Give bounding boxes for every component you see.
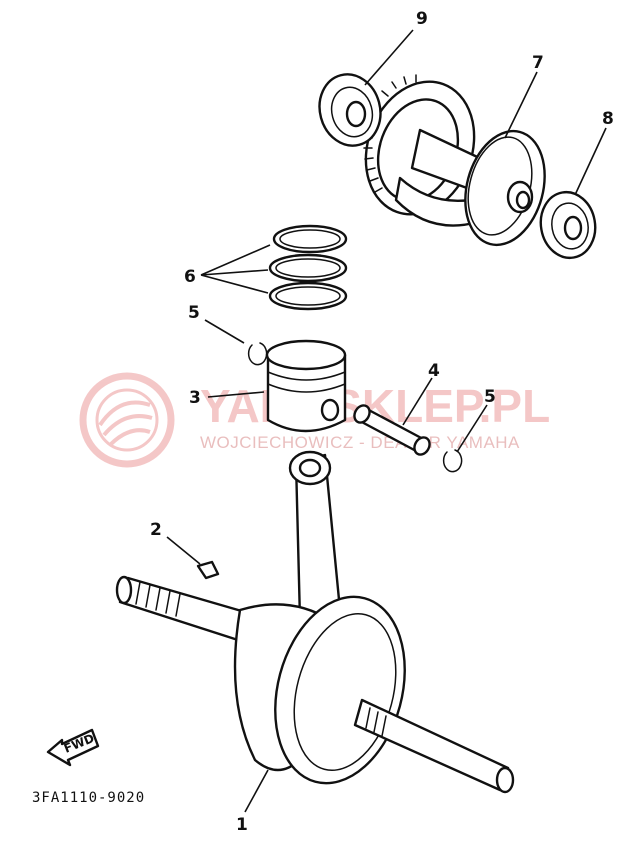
callout-numbers: 9 7 8 6 5 3 4 5 2 1 xyxy=(150,9,614,835)
watermark: YAMASKLEP.PL WOJCIECHOWICZ - DEALER YAMA… xyxy=(79,372,550,468)
watermark-logo xyxy=(79,372,175,468)
callout-9: 9 xyxy=(416,9,428,29)
circlip-left xyxy=(247,342,268,366)
crankshaft xyxy=(115,450,515,794)
piston xyxy=(265,339,347,433)
bearing-left xyxy=(318,73,382,147)
bearing-right xyxy=(539,190,597,260)
callout-6: 6 xyxy=(184,267,196,287)
callout-2: 2 xyxy=(150,520,162,540)
piston-rings xyxy=(268,224,348,311)
callout-5-right: 5 xyxy=(484,387,496,407)
leader-lines xyxy=(166,29,607,813)
fwd-arrow-icon: FWD xyxy=(46,728,100,767)
callout-3: 3 xyxy=(189,388,201,408)
callout-5-left: 5 xyxy=(188,303,200,323)
callout-7: 7 xyxy=(532,53,544,73)
callout-1: 1 xyxy=(236,815,248,835)
balancer-shaft xyxy=(363,74,546,247)
callout-4: 4 xyxy=(428,361,440,381)
callout-8: 8 xyxy=(602,109,614,129)
circlip-right xyxy=(442,449,463,473)
woodruff-key xyxy=(196,560,220,580)
diagram-code: 3FA1110-9020 xyxy=(32,790,145,806)
piston-pin xyxy=(353,404,431,456)
watermark-subtitle: WOJCIECHOWICZ - DEALER YAMAHA xyxy=(200,433,520,452)
